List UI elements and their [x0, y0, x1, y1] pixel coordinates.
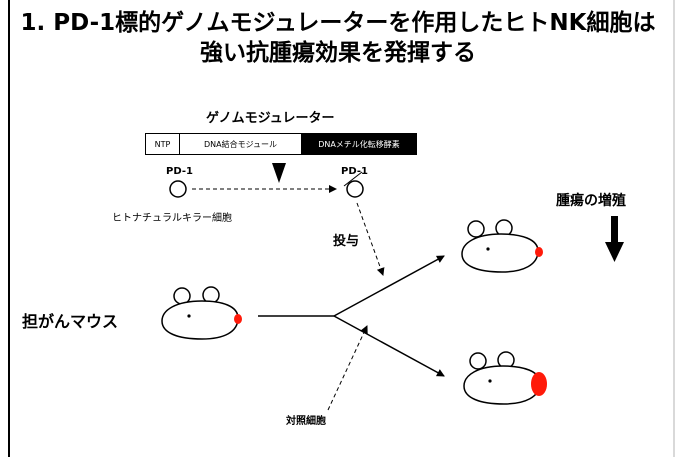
branch-lower-arrow: [333, 315, 445, 377]
slide-right-border: [673, 0, 675, 457]
tumor-small: [535, 247, 543, 257]
tumor-growth-label: 腫瘍の増殖: [556, 193, 626, 209]
tumor-decrease-arrow: [605, 216, 624, 262]
tumor-left: [234, 314, 242, 324]
administration-arrow: [356, 202, 385, 276]
pd1-cell-after: [346, 180, 364, 198]
branch-upper-arrow: [333, 255, 445, 317]
dna-methyltransferase-segment: DNAメチル化転移酵素: [302, 134, 416, 154]
slide-left-border: [8, 0, 10, 457]
tumor-bearing-mouse: [161, 286, 242, 340]
modulator-target-pointer: [272, 163, 286, 183]
administration-label: 投与: [333, 234, 360, 249]
dna-binding-module-segment: DNA結合モジュール: [180, 134, 302, 154]
tumor-large: [531, 372, 547, 396]
treated-mouse: [461, 219, 543, 273]
control-mouse: [463, 351, 547, 405]
slide-title: 1. PD-1標的ゲノムモジュレーターを作用したヒトNK細胞は 強い抗腫瘍効果を…: [12, 8, 664, 68]
nk-cell-label: ヒトナチュラルキラー細胞: [112, 213, 232, 224]
pd1-label-after: PD-1: [341, 166, 368, 177]
pd1-label-before: PD-1: [166, 166, 193, 177]
title-line-1: 1. PD-1標的ゲノムモジュレーターを作用したヒトNK細胞は: [20, 10, 656, 36]
pd1-strikethrough: [343, 171, 363, 187]
genome-modulator-label: ゲノムモジュレーター: [206, 111, 335, 126]
title-line-2: 強い抗腫瘍効果を発揮する: [200, 40, 476, 66]
control-arrow: [327, 325, 368, 411]
pd1-cell-before: [169, 180, 187, 198]
tumor-bearing-mouse-label: 担がんマウス: [22, 312, 119, 331]
genome-modulator-construct: NTP DNA結合モジュール DNAメチル化転移酵素: [145, 133, 417, 155]
ntp-segment: NTP: [146, 134, 180, 154]
control-cells-label: 対照細胞: [286, 416, 326, 427]
